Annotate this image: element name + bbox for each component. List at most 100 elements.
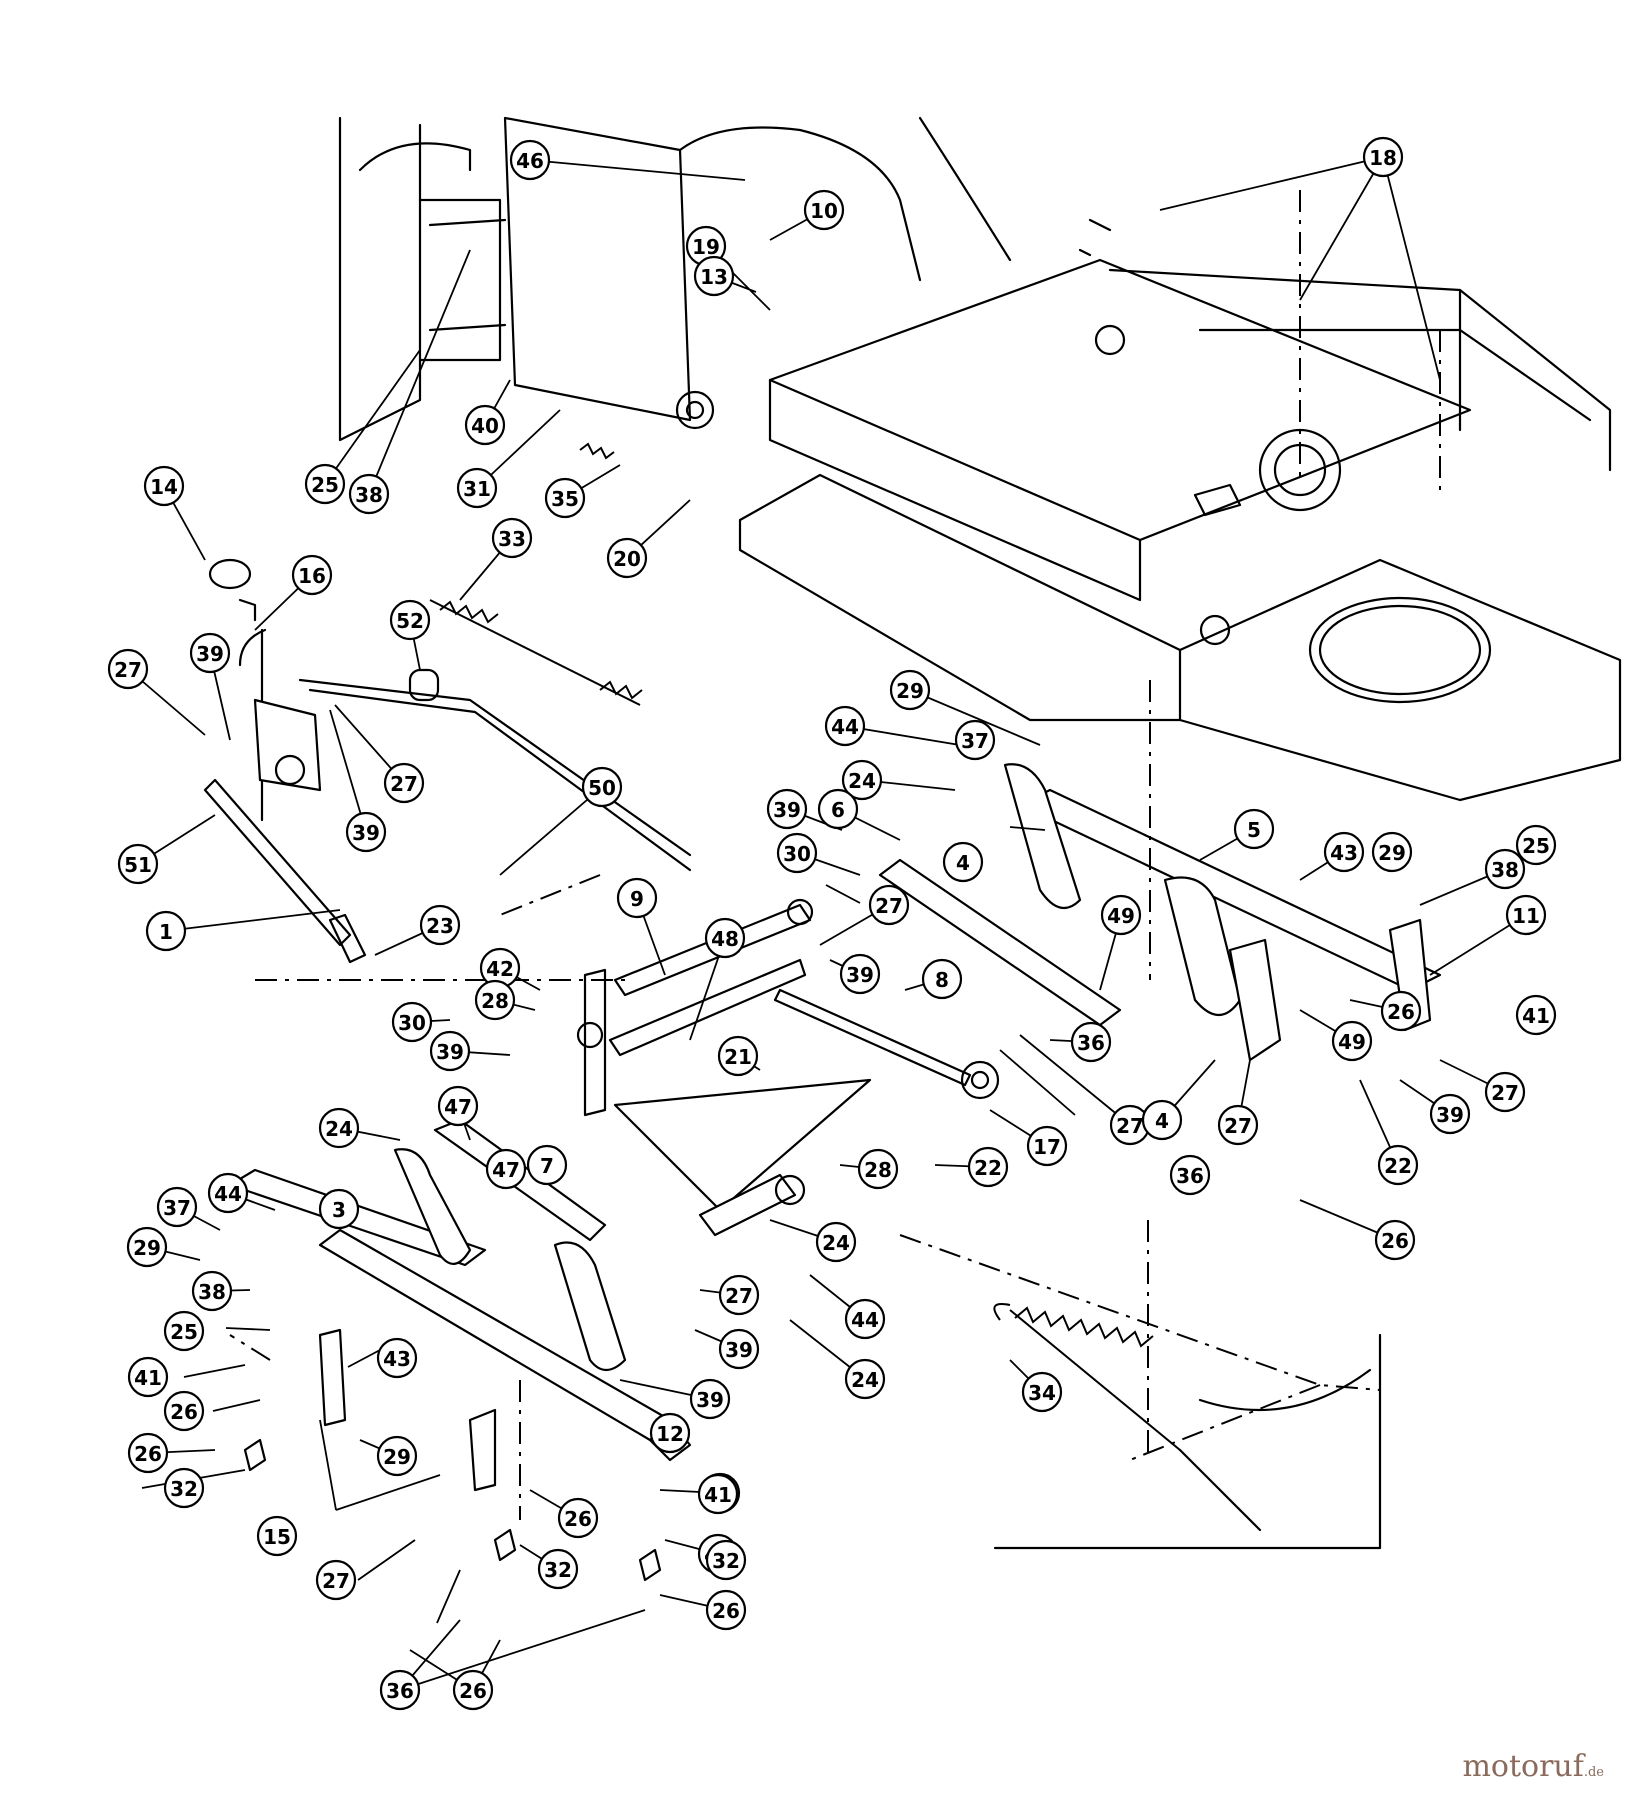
callout-22: 22 xyxy=(1377,1144,1419,1186)
callout-circle xyxy=(921,958,963,1000)
callout-circle xyxy=(817,788,859,830)
callout-circle xyxy=(1217,1104,1259,1146)
callout-circle xyxy=(156,1186,198,1228)
callout-circle xyxy=(456,467,498,509)
callout-circle xyxy=(163,1390,205,1432)
callout-label: 24 xyxy=(325,1117,353,1141)
callout-label: 32 xyxy=(170,1477,198,1501)
callout-label: 39 xyxy=(696,1388,724,1412)
callout-27: 27 xyxy=(718,1274,760,1316)
callout-label: 39 xyxy=(196,642,224,666)
callout-circle xyxy=(705,1539,747,1581)
callout-circle xyxy=(126,1226,168,1268)
callout-circle xyxy=(537,1548,579,1590)
callout-11: 11 xyxy=(1505,894,1547,936)
callout-52: 52 xyxy=(389,599,431,641)
chassis-frame xyxy=(338,116,1622,802)
callout-21: 21 xyxy=(717,1035,759,1077)
callout-circle xyxy=(967,1146,1009,1188)
callout-circle xyxy=(107,648,149,690)
callout-label: 3 xyxy=(332,1198,346,1222)
callout-26: 26 xyxy=(127,1432,169,1474)
callout-label: 32 xyxy=(544,1558,572,1582)
callout-28: 28 xyxy=(474,979,516,1021)
callout-label: 42 xyxy=(486,957,514,981)
callout-circle xyxy=(491,517,533,559)
callout-35: 35 xyxy=(544,477,586,519)
callout-label: 38 xyxy=(198,1280,226,1304)
callout-36: 36 xyxy=(1169,1154,1211,1196)
callout-label: 27 xyxy=(725,1284,753,1308)
callout-label: 35 xyxy=(551,487,579,511)
callout-circle xyxy=(1377,1144,1419,1186)
callout-circle xyxy=(1331,1020,1373,1062)
callout-9: 9 xyxy=(616,877,658,919)
callout-50: 50 xyxy=(581,766,623,808)
callout-circle xyxy=(718,1328,760,1370)
callout-38: 38 xyxy=(1484,848,1526,890)
callout-label: 39 xyxy=(846,963,874,987)
callout-8: 8 xyxy=(921,958,963,1000)
callout-3: 3 xyxy=(318,1188,360,1230)
callout-39: 39 xyxy=(718,1328,760,1370)
callout-label: 39 xyxy=(725,1338,753,1362)
callout-24: 24 xyxy=(318,1107,360,1149)
callout-label: 23 xyxy=(426,914,454,938)
callout-circle xyxy=(844,1298,886,1340)
callout-label: 37 xyxy=(163,1196,191,1220)
callout-label: 36 xyxy=(386,1679,414,1703)
callout-label: 28 xyxy=(864,1158,892,1182)
callout-circle xyxy=(437,1085,479,1127)
callout-circle xyxy=(1515,824,1557,866)
callout-label: 43 xyxy=(383,1347,411,1371)
callout-label: 34 xyxy=(1028,1381,1056,1405)
callout-10: 10 xyxy=(803,189,845,231)
callout-circle xyxy=(1371,831,1413,873)
callout-4: 4 xyxy=(942,841,984,883)
callout-circle xyxy=(1362,136,1404,178)
callout-13: 13 xyxy=(693,255,735,297)
callout-circle xyxy=(127,1356,169,1398)
callout-label: 4 xyxy=(956,851,970,875)
callout-circle xyxy=(1429,1093,1471,1135)
callout-label: 44 xyxy=(851,1308,879,1332)
callout-circle xyxy=(391,1001,433,1043)
callout-label: 16 xyxy=(298,564,326,588)
callout-circle xyxy=(379,1669,421,1711)
callout-46: 46 xyxy=(509,139,551,181)
callout-circle xyxy=(1070,1021,1112,1063)
callout-circle xyxy=(868,884,910,926)
callout-label: 38 xyxy=(1491,858,1519,882)
watermark-logo: motoruf.de xyxy=(1462,1749,1604,1784)
callout-24: 24 xyxy=(815,1221,857,1263)
callout-47: 47 xyxy=(485,1148,527,1190)
callout-circle xyxy=(291,554,333,596)
callout-36: 36 xyxy=(379,1669,421,1711)
callout-label: 27 xyxy=(1224,1114,1252,1138)
callout-24: 24 xyxy=(844,1358,886,1400)
callout-label: 33 xyxy=(498,527,526,551)
callout-label: 26 xyxy=(170,1400,198,1424)
callout-circle xyxy=(389,599,431,641)
callout-label: 9 xyxy=(630,887,644,911)
callout-label: 49 xyxy=(1107,904,1135,928)
callout-48: 48 xyxy=(704,917,746,959)
callout-label: 26 xyxy=(459,1679,487,1703)
callout-circle xyxy=(304,463,346,505)
callout-23: 23 xyxy=(419,904,461,946)
callout-circle xyxy=(376,1337,418,1379)
callout-circle xyxy=(689,1378,731,1420)
callout-label: 40 xyxy=(471,414,499,438)
callout-26: 26 xyxy=(557,1497,599,1539)
callout-27: 27 xyxy=(315,1559,357,1601)
callout-circle xyxy=(824,705,866,747)
callout-14: 14 xyxy=(143,465,185,507)
callout-circle xyxy=(1026,1125,1068,1167)
callout-circle xyxy=(717,1035,759,1077)
callout-30: 30 xyxy=(391,1001,433,1043)
callout-label: 27 xyxy=(1491,1081,1519,1105)
callout-circle xyxy=(318,1107,360,1149)
callout-label: 10 xyxy=(810,199,838,223)
callout-label: 41 xyxy=(704,1483,732,1507)
callout-label: 50 xyxy=(588,776,616,800)
